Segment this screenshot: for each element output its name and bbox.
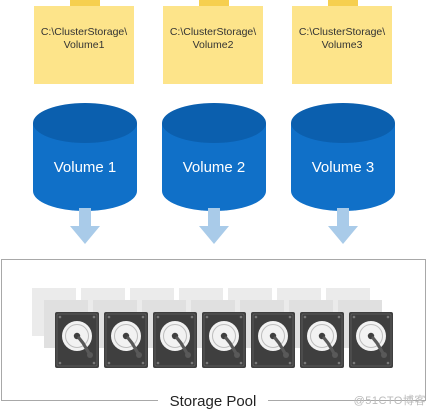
folder-icon [34,0,134,84]
pool-label-background: Storage Pool [158,392,268,412]
volume-cylinder-3: Volume 3 [291,103,395,211]
volume-label: Volume 1 [53,159,117,176]
folder-volume2: C:\ClusterStorage\ Volume2 [163,0,263,84]
hard-drive-icon [300,312,344,368]
folder-volume1: C:\ClusterStorage\ Volume1 [34,0,134,84]
folder-label: C:\ClusterStorage\ Volume2 [163,26,263,52]
folder-icon [163,0,263,84]
down-arrow-icon [199,208,229,244]
hard-drive-icon [104,312,148,368]
hard-drive-icon [349,312,393,368]
folder-path: C:\ClusterStorage\ [298,26,386,38]
volume-cylinder-2: Volume 2 [162,103,266,211]
folder-name: Volume1 [63,39,105,51]
hard-drive-icon [251,312,295,368]
folder-volume3: C:\ClusterStorage\ Volume3 [292,0,392,84]
watermark: @51CTO博客 [353,395,426,407]
cylinder-shape [33,103,137,211]
hard-drive-icon [55,312,99,368]
storage-pool-label: Storage Pool [169,393,257,410]
down-arrow-icon [328,208,358,244]
folder-name: Volume3 [321,39,363,51]
volume-label: Volume 3 [311,159,375,176]
down-arrow-icon [70,208,100,244]
folder-name: Volume2 [192,39,234,51]
folder-path: C:\ClusterStorage\ [40,26,128,38]
folder-path: C:\ClusterStorage\ [169,26,257,38]
cylinder-shape [291,103,395,211]
hard-drive-icon [153,312,197,368]
folder-icon [292,0,392,84]
volume-cylinder-1: Volume 1 [33,103,137,211]
volume-label: Volume 2 [182,159,246,176]
folder-label: C:\ClusterStorage\ Volume1 [34,26,134,52]
folder-label: C:\ClusterStorage\ Volume3 [292,26,392,52]
cylinder-shape [162,103,266,211]
hard-drive-icon [202,312,246,368]
